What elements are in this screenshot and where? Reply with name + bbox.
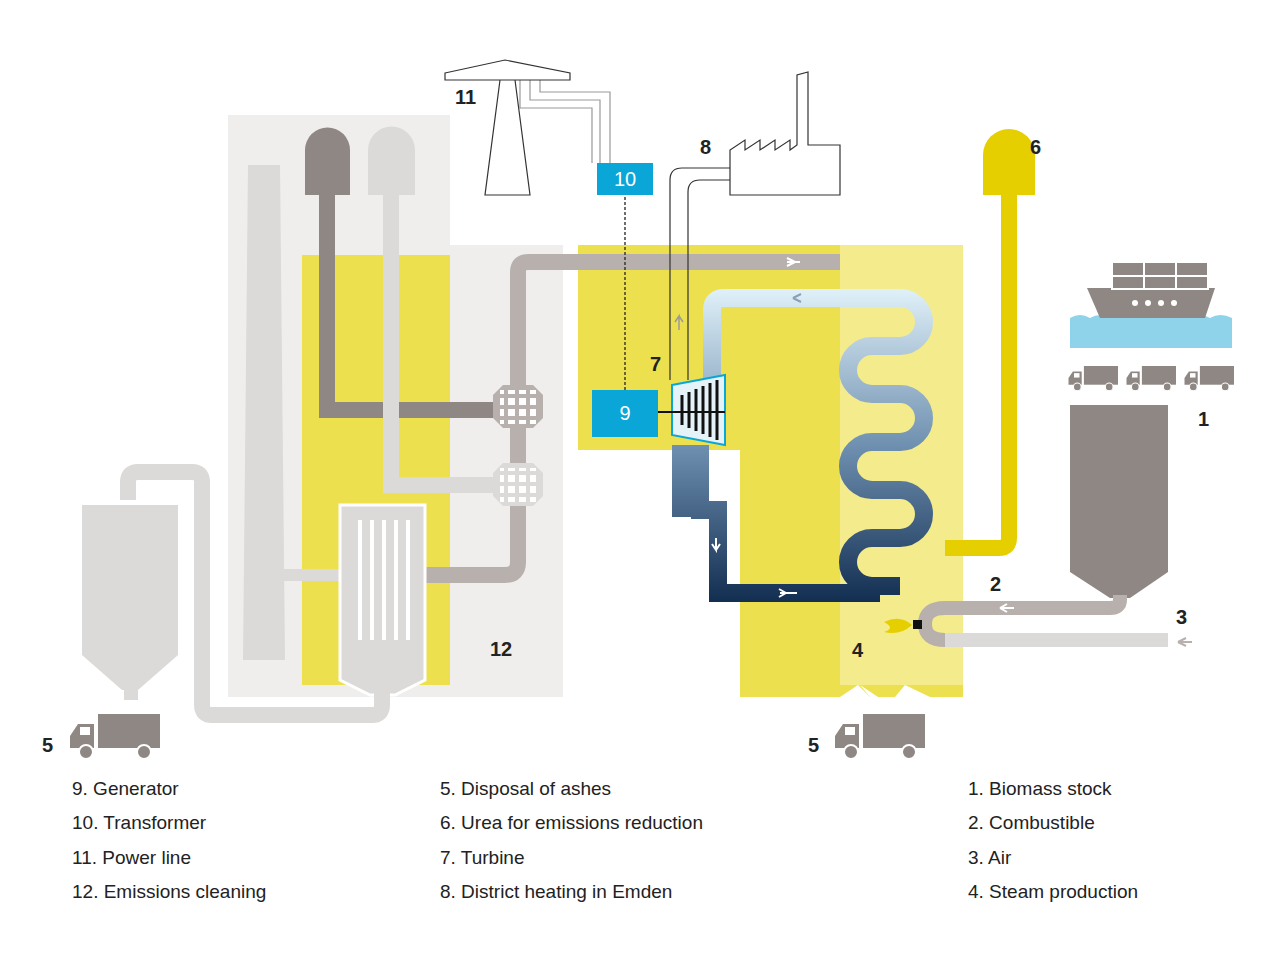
key-entry: 10. Transformer: [72, 812, 206, 834]
key-entry: 2. Combustible: [968, 812, 1095, 834]
key-entry: 9. Generator: [72, 778, 179, 800]
key-entry: 4. Steam production: [968, 881, 1138, 903]
callout-number: 6: [1030, 136, 1041, 159]
callout-number: 2: [990, 573, 1001, 596]
mixer: [493, 463, 543, 506]
stack-dome: [305, 128, 350, 195]
flue-pipe: [420, 262, 840, 575]
callout-number: 11: [455, 86, 476, 109]
steam-coil: [712, 298, 924, 586]
callout-number: 7: [650, 353, 661, 376]
mixer: [493, 385, 543, 428]
key-entry: 7. Turbine: [440, 847, 525, 869]
turbine: [672, 375, 725, 445]
factory: [730, 72, 840, 195]
water: [1070, 318, 1232, 348]
callout-number: 1: [1198, 408, 1209, 431]
box-number: 9: [619, 402, 630, 425]
power-pylon: [445, 60, 570, 195]
cleaning-panel: [228, 115, 563, 697]
callout-number: 4: [852, 639, 863, 662]
callout-number: 8: [700, 136, 711, 159]
burner-flame: [884, 619, 912, 633]
boiler-building: [578, 245, 963, 697]
callout-number: 12: [490, 638, 512, 661]
callout-number: 5: [42, 734, 53, 757]
filter: [340, 505, 425, 695]
ship: [1087, 288, 1215, 318]
callout-number: 3: [1176, 606, 1187, 629]
ash-silo: [82, 505, 178, 690]
urea-tank: [983, 129, 1035, 195]
chimney: [243, 165, 285, 660]
generator-box: 9: [592, 390, 658, 437]
key-entry: 1. Biomass stock: [968, 778, 1112, 800]
transformer-box: 10: [597, 163, 653, 195]
box-number: 10: [614, 168, 636, 191]
key-entry: 5. Disposal of ashes: [440, 778, 611, 800]
key-entry: 11. Power line: [72, 847, 191, 869]
signal-line: [624, 195, 625, 390]
key-entry: 3. Air: [968, 847, 1011, 869]
stack-dome: [368, 126, 415, 195]
key-entry: 8. District heating in Emden: [440, 881, 672, 903]
callout-number: 5: [808, 734, 819, 757]
key-entry: 12. Emissions cleaning: [72, 881, 266, 903]
key-entry: 6. Urea for emissions reduction: [440, 812, 703, 834]
biomass-silo: [1070, 405, 1168, 598]
